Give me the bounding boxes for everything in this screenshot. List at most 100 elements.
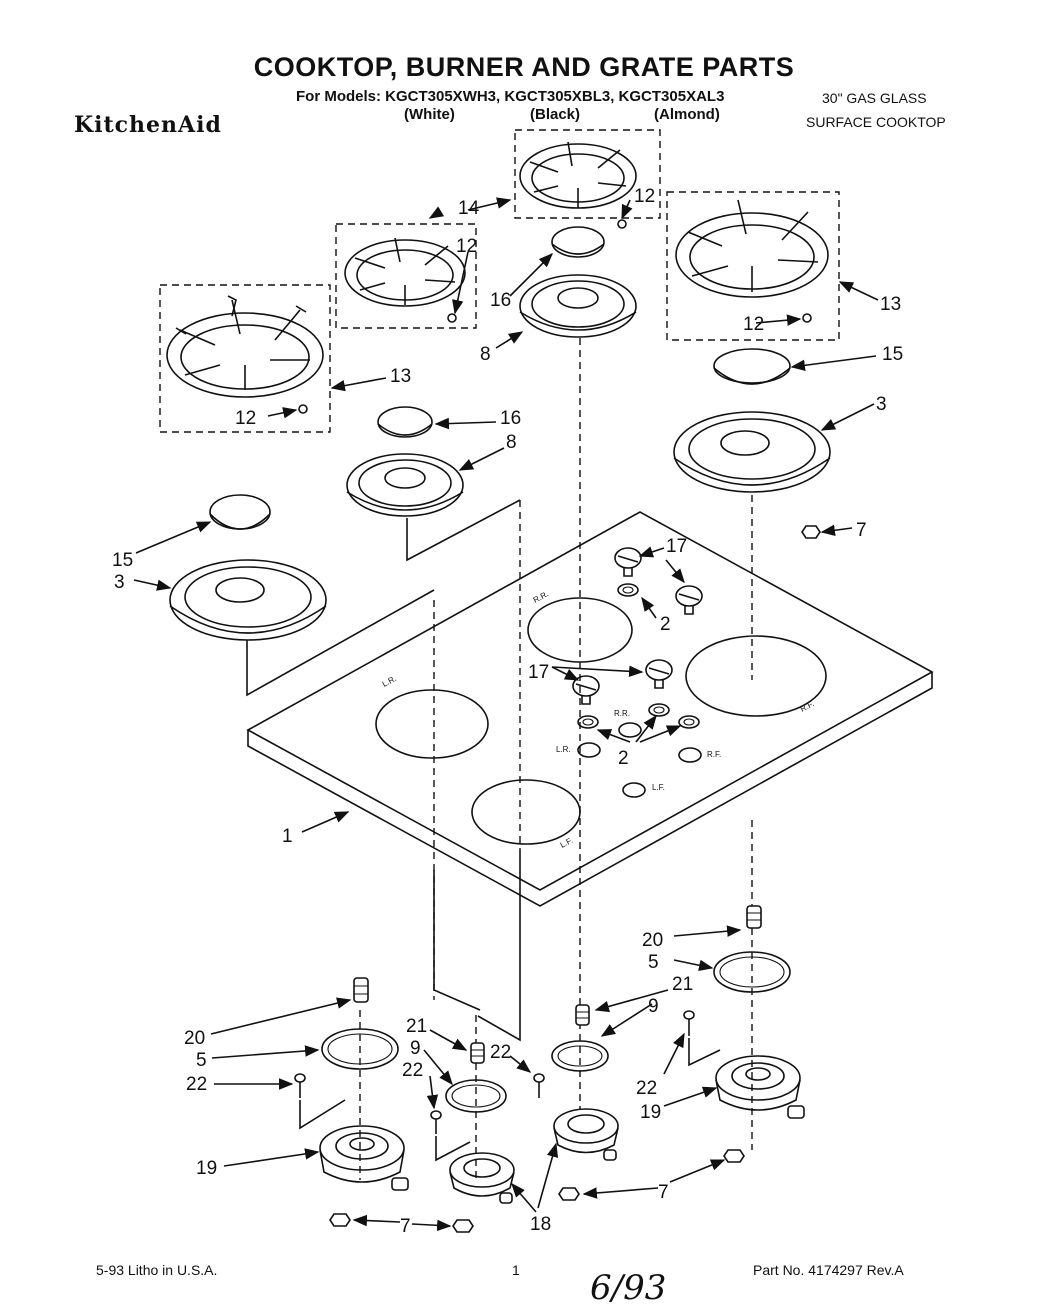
product-line-2: SURFACE COOKTOP [806, 114, 946, 130]
grate-box-left-rear [159, 284, 331, 433]
nut-icon [801, 525, 821, 539]
grate-foot [298, 404, 308, 414]
knob-icon [645, 659, 673, 689]
nut-icon [329, 1213, 351, 1227]
cutout-right-front [685, 635, 827, 717]
product-line-1: 30" GAS GLASS [822, 90, 927, 106]
cutout-left-rear [375, 689, 489, 759]
cutout-left-front [471, 779, 581, 845]
callout-17: 17 [528, 662, 549, 683]
callout-12: 12 [456, 236, 477, 257]
burner-cap-left-center [377, 406, 433, 438]
grate-box-left-center [335, 223, 477, 329]
color-almond: (Almond) [654, 106, 720, 123]
callout-9: 9 [648, 996, 659, 1017]
color-black: (Black) [530, 106, 581, 123]
grate-medium-left [344, 237, 466, 307]
page-title: COOKTOP, BURNER AND GRATE PARTS [253, 52, 795, 82]
callout-20: 20 [184, 1028, 205, 1049]
handwritten-date: 6/93 [590, 1268, 667, 1308]
burner-assembly-right [715, 1055, 805, 1119]
position-label-lr: L.R. [556, 745, 571, 754]
callout-15: 15 [112, 550, 133, 571]
knob-icon [614, 547, 642, 577]
screw-icon [683, 1010, 695, 1036]
burner-base-left-large [169, 559, 327, 641]
callout-5: 5 [196, 1050, 207, 1071]
orifice-icon [353, 977, 369, 1003]
ring-icon [321, 1028, 399, 1070]
callout-7: 7 [856, 520, 867, 541]
position-label-rf: R.F. [707, 750, 721, 759]
position-label-rf: R.F. [799, 699, 816, 714]
callout-22: 22 [186, 1074, 207, 1095]
callout-20: 20 [642, 930, 663, 951]
burner-cap-center-rear [551, 226, 605, 258]
callout-21: 21 [672, 974, 693, 995]
callout-14: 14 [458, 198, 480, 219]
position-label-lf: L.F. [652, 783, 665, 792]
burner-assembly-left [319, 1125, 409, 1191]
grate-box-right-rear [666, 191, 840, 341]
callout-5: 5 [648, 952, 659, 973]
footer-part-number: Part No. 4174297 Rev.A [753, 1262, 904, 1278]
ring-icon [713, 951, 791, 993]
knob-icon [675, 585, 703, 615]
callout-2: 2 [618, 748, 629, 769]
position-label-lr: L.R. [381, 674, 398, 689]
grate-large-right [675, 199, 829, 298]
callout-3: 3 [114, 572, 125, 593]
nut-icon [723, 1149, 745, 1163]
burner-assembly-left-center [449, 1152, 515, 1204]
callout-19: 19 [640, 1102, 661, 1123]
orifice-icon [575, 1004, 590, 1026]
callout-12: 12 [235, 408, 256, 429]
callout-17: 17 [666, 536, 687, 557]
grate-medium-center [519, 141, 637, 209]
grate-foot [447, 313, 457, 323]
footer-litho: 5-93 Litho in U.S.A. [96, 1262, 218, 1278]
callout-7: 7 [658, 1182, 669, 1203]
burner-base-right-large [673, 411, 831, 493]
screw-icon [430, 1110, 442, 1134]
callout-3: 3 [876, 394, 887, 415]
callout-7: 7 [400, 1216, 411, 1237]
callout-12: 12 [634, 186, 655, 207]
callout-9: 9 [410, 1038, 421, 1059]
orifice-icon [746, 905, 762, 929]
callout-12: 12 [743, 314, 764, 335]
position-label-lf: L.F. [559, 836, 575, 850]
ring-icon [445, 1079, 507, 1113]
callout-8: 8 [506, 432, 517, 453]
grate-large-left [166, 295, 324, 398]
callout-13: 13 [390, 366, 411, 387]
brand-logo: KitchenAid [74, 112, 222, 138]
callout-22: 22 [490, 1042, 511, 1063]
burner-cap-right-large [713, 348, 791, 385]
screw-icon [294, 1073, 306, 1098]
callout-1: 1 [282, 826, 293, 847]
burner-assembly-center [553, 1108, 619, 1161]
burner-base-left-center [346, 453, 464, 517]
burner-cap-left-large [209, 494, 271, 530]
nut-icon [558, 1187, 580, 1201]
callout-15: 15 [882, 344, 903, 365]
callout-22: 22 [402, 1060, 423, 1081]
callout-19: 19 [196, 1158, 217, 1179]
callout-13: 13 [880, 294, 901, 315]
callout-8: 8 [480, 344, 491, 365]
callout-2: 2 [660, 614, 671, 635]
footer-page-number: 1 [512, 1262, 520, 1278]
callout-16: 16 [500, 408, 521, 429]
orifice-icon [470, 1042, 485, 1064]
burner-base-center-rear [519, 274, 637, 338]
callout-22: 22 [636, 1078, 657, 1099]
grate-foot [617, 219, 627, 229]
grate-foot [802, 313, 812, 323]
models-line: For Models: KGCT305XWH3, KGCT305XBL3, KG… [296, 88, 725, 105]
callout-16: 16 [490, 290, 511, 311]
callout-21: 21 [406, 1016, 427, 1037]
grate-box-center-rear [514, 129, 661, 219]
position-label-rr: R.R. [532, 589, 550, 604]
